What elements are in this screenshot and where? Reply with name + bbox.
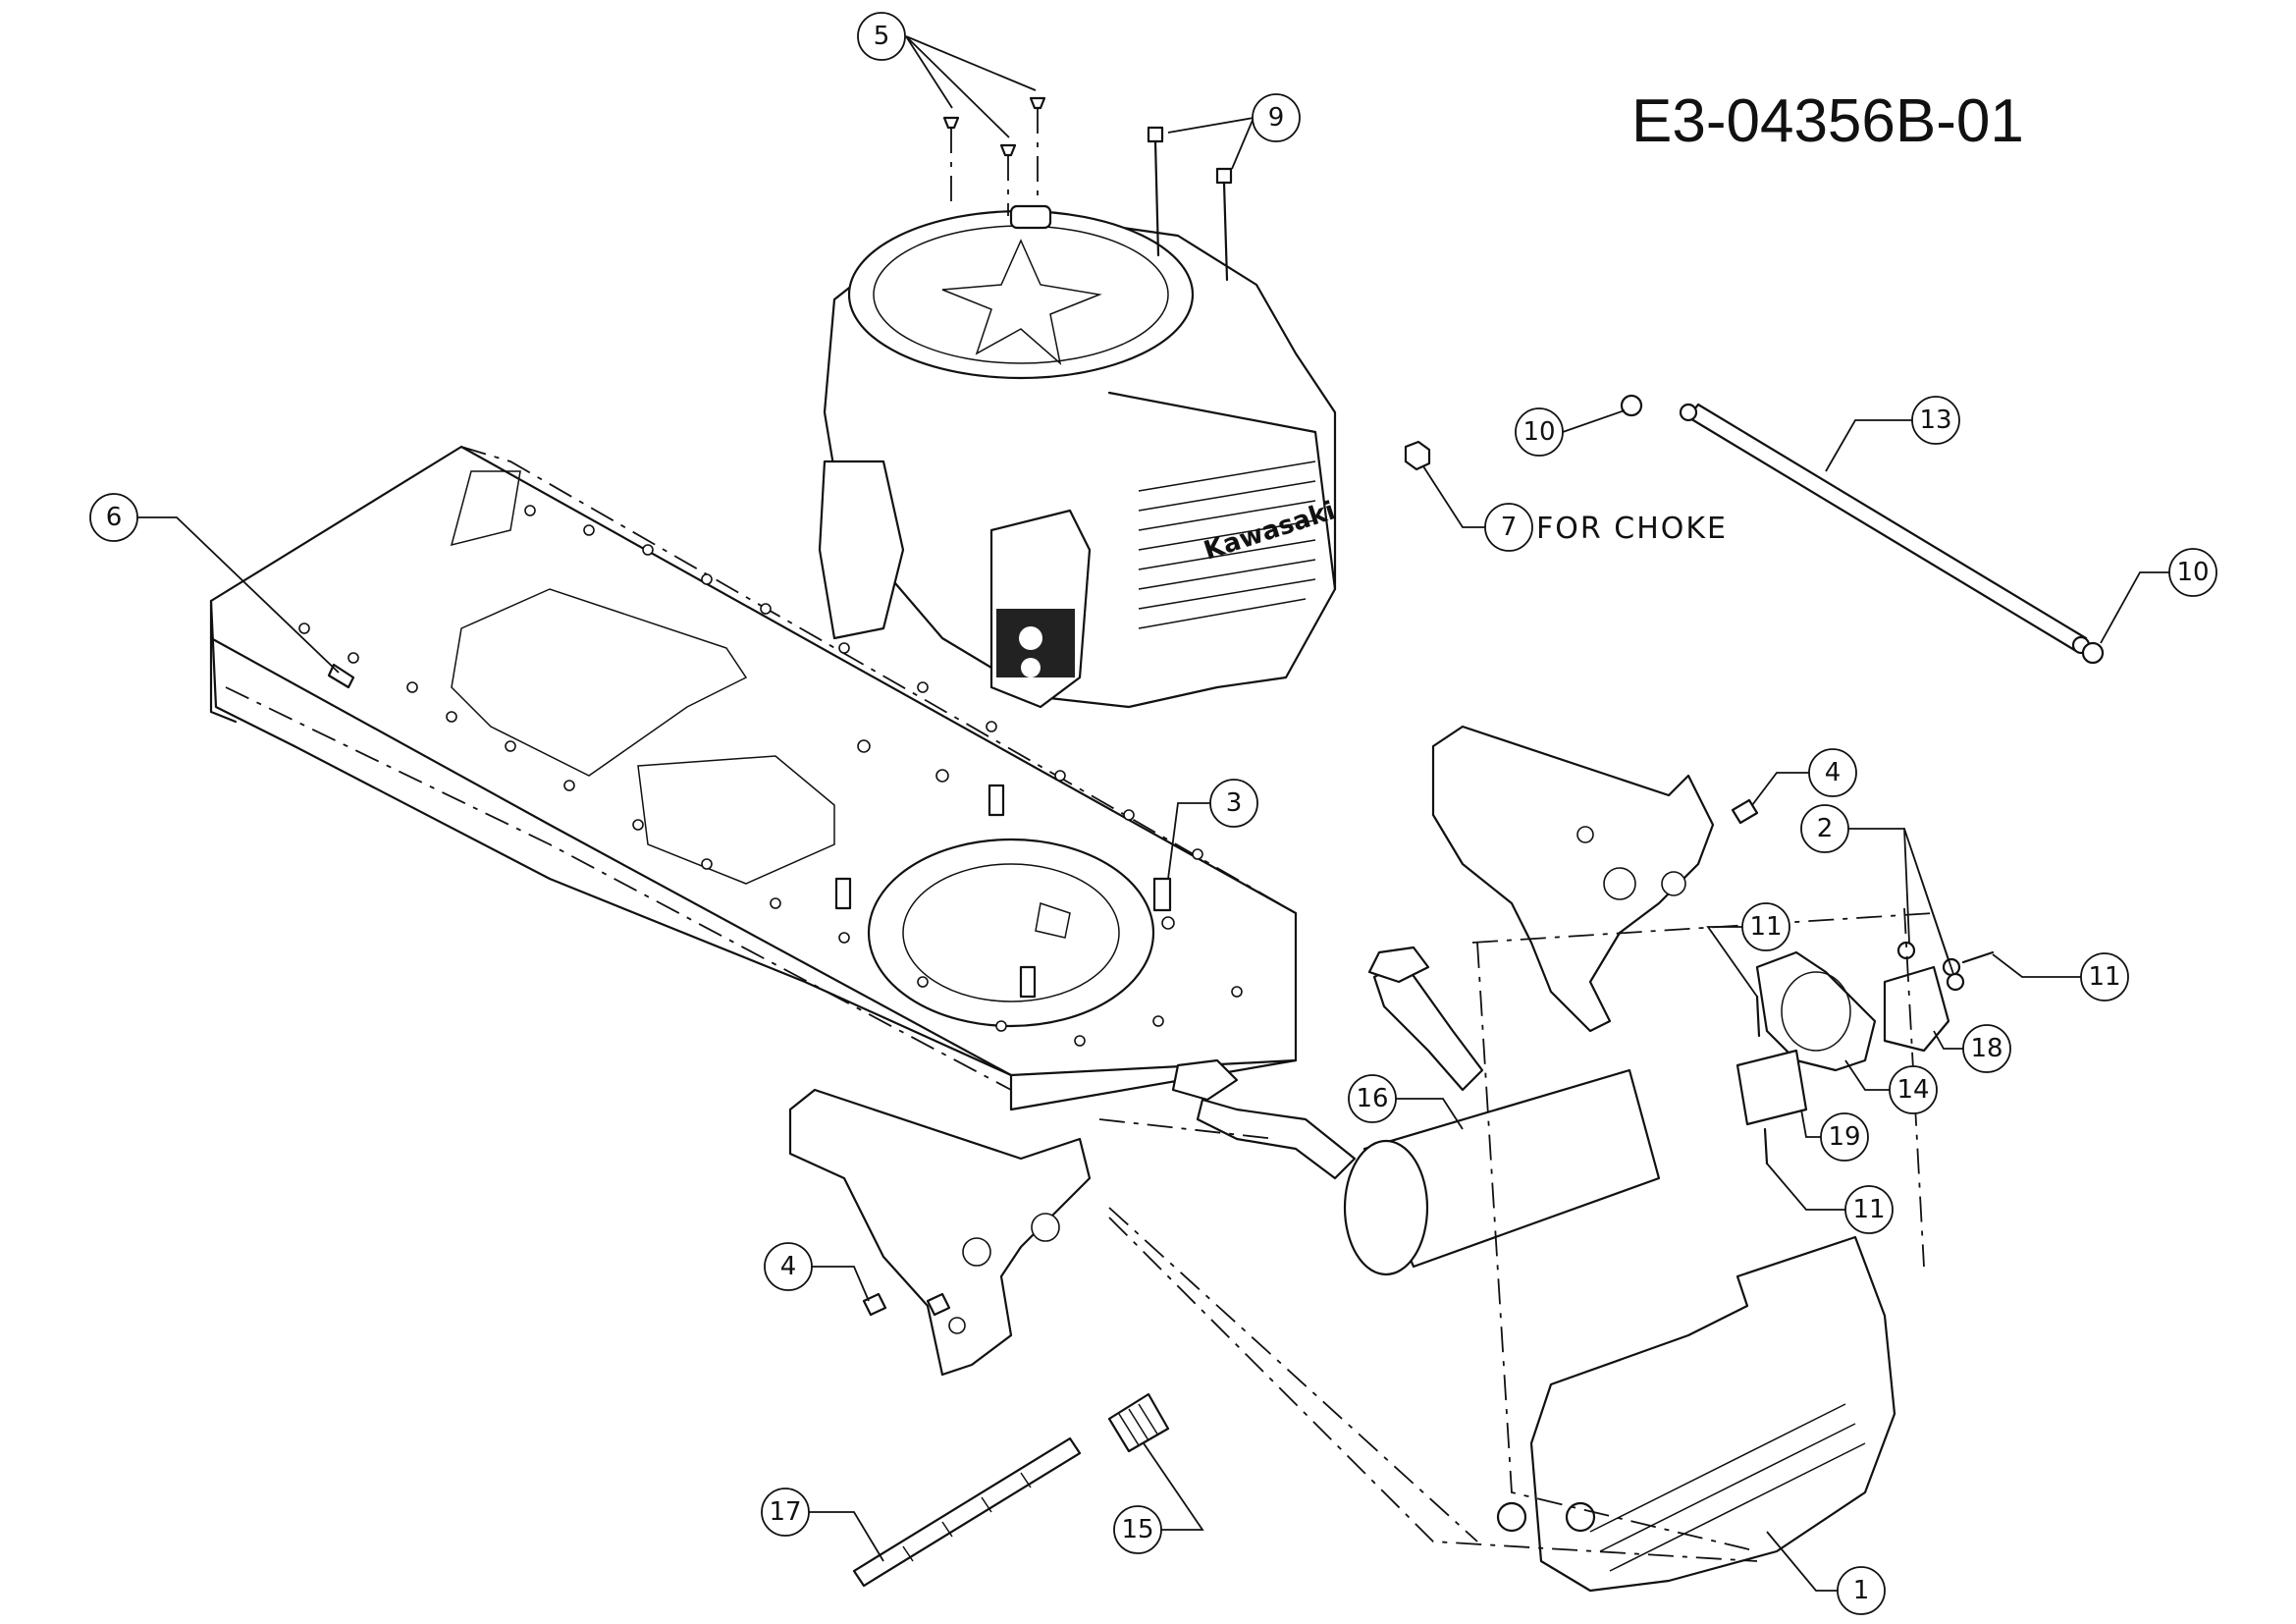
nut-part-7 [1404,440,1431,471]
callout-4-left: 4 [764,1242,870,1302]
callout-2: 2 [1800,804,1954,975]
callout-18: 18 [1933,1024,2011,1073]
bolt-part-4-left-a [862,1292,887,1317]
clamp-part-18 [1883,965,1950,1053]
svg-text:14: 14 [1896,1075,1929,1105]
pin-part-11-b [1961,950,1995,964]
callout-4-right: 4 [1751,748,1857,806]
choke-note: FOR CHOKE [1536,512,1728,546]
svg-text:9: 9 [1268,103,1285,133]
tube-part-17 [852,1436,1082,1588]
svg-text:19: 19 [1828,1122,1860,1152]
left-frame-bracket [788,1088,1092,1377]
svg-text:11: 11 [1852,1195,1885,1224]
callout-17: 17 [761,1488,884,1562]
engine: Kawasaki [818,204,1339,709]
clamp-part-10-a [1620,394,1643,417]
bolt-part-4-right [1731,798,1759,825]
svg-text:13: 13 [1919,406,1951,435]
svg-text:1: 1 [1853,1576,1870,1605]
svg-text:17: 17 [769,1497,801,1527]
callout-10-right: 10 [2100,548,2217,644]
svg-text:5: 5 [874,22,890,51]
callout-9: 9 [1167,93,1301,170]
choke-cable-part-13 [1679,403,2091,655]
callout-11-right: 11 [1992,952,2129,1001]
svg-text:18: 18 [1970,1034,2002,1063]
bolt-part-6 [327,663,355,689]
callout-7: 7 FOR CHOKE [1422,465,1728,552]
svg-text:3: 3 [1226,788,1243,818]
muffler-part-16 [1171,946,1661,1276]
callout-16: 16 [1348,1074,1464,1130]
pin-part-11-a [1755,995,1761,1038]
chassis-frame [209,445,1298,1111]
clamp-part-10-b [2081,641,2105,665]
clamp-part-14 [1755,950,1877,1072]
callout-11-bottom: 11 [1766,1163,1894,1234]
callout-1: 1 [1766,1531,1886,1615]
svg-text:16: 16 [1356,1084,1388,1113]
svg-text:6: 6 [106,503,123,532]
callout-14: 14 [1844,1059,1938,1114]
svg-text:2: 2 [1817,814,1834,843]
callout-5: 5 [857,12,1037,138]
callout-15: 15 [1113,1442,1204,1554]
svg-text:7: 7 [1501,513,1518,542]
pin-part-11-c [1763,1127,1769,1165]
connector-part-15 [1107,1392,1170,1453]
pin-part-3 [1152,877,1172,912]
screws-part-5 [942,96,1046,216]
block-part-19 [1735,1049,1808,1126]
callout-13: 13 [1825,396,1960,472]
callout-6: 6 [89,493,340,674]
bolt-part-4-left-b [926,1292,951,1317]
svg-text:11: 11 [1749,912,1782,942]
svg-text:10: 10 [1522,417,1555,447]
callout-11-top: 11 [1706,902,1790,998]
right-frame-bracket [1431,725,1715,1033]
svg-text:4: 4 [1825,758,1842,787]
connectors-part-9 [1147,126,1233,282]
svg-text:15: 15 [1121,1515,1153,1544]
svg-text:4: 4 [780,1252,797,1281]
drawing-code: E3-04356B-01 [1631,87,2024,155]
callout-19: 19 [1800,1109,1869,1162]
svg-text:10: 10 [2176,558,2209,587]
svg-text:11: 11 [2088,962,2120,992]
callout-10-top: 10 [1515,407,1626,457]
clamp-part-14-opening [1781,971,1851,1052]
callout-3: 3 [1167,779,1258,880]
